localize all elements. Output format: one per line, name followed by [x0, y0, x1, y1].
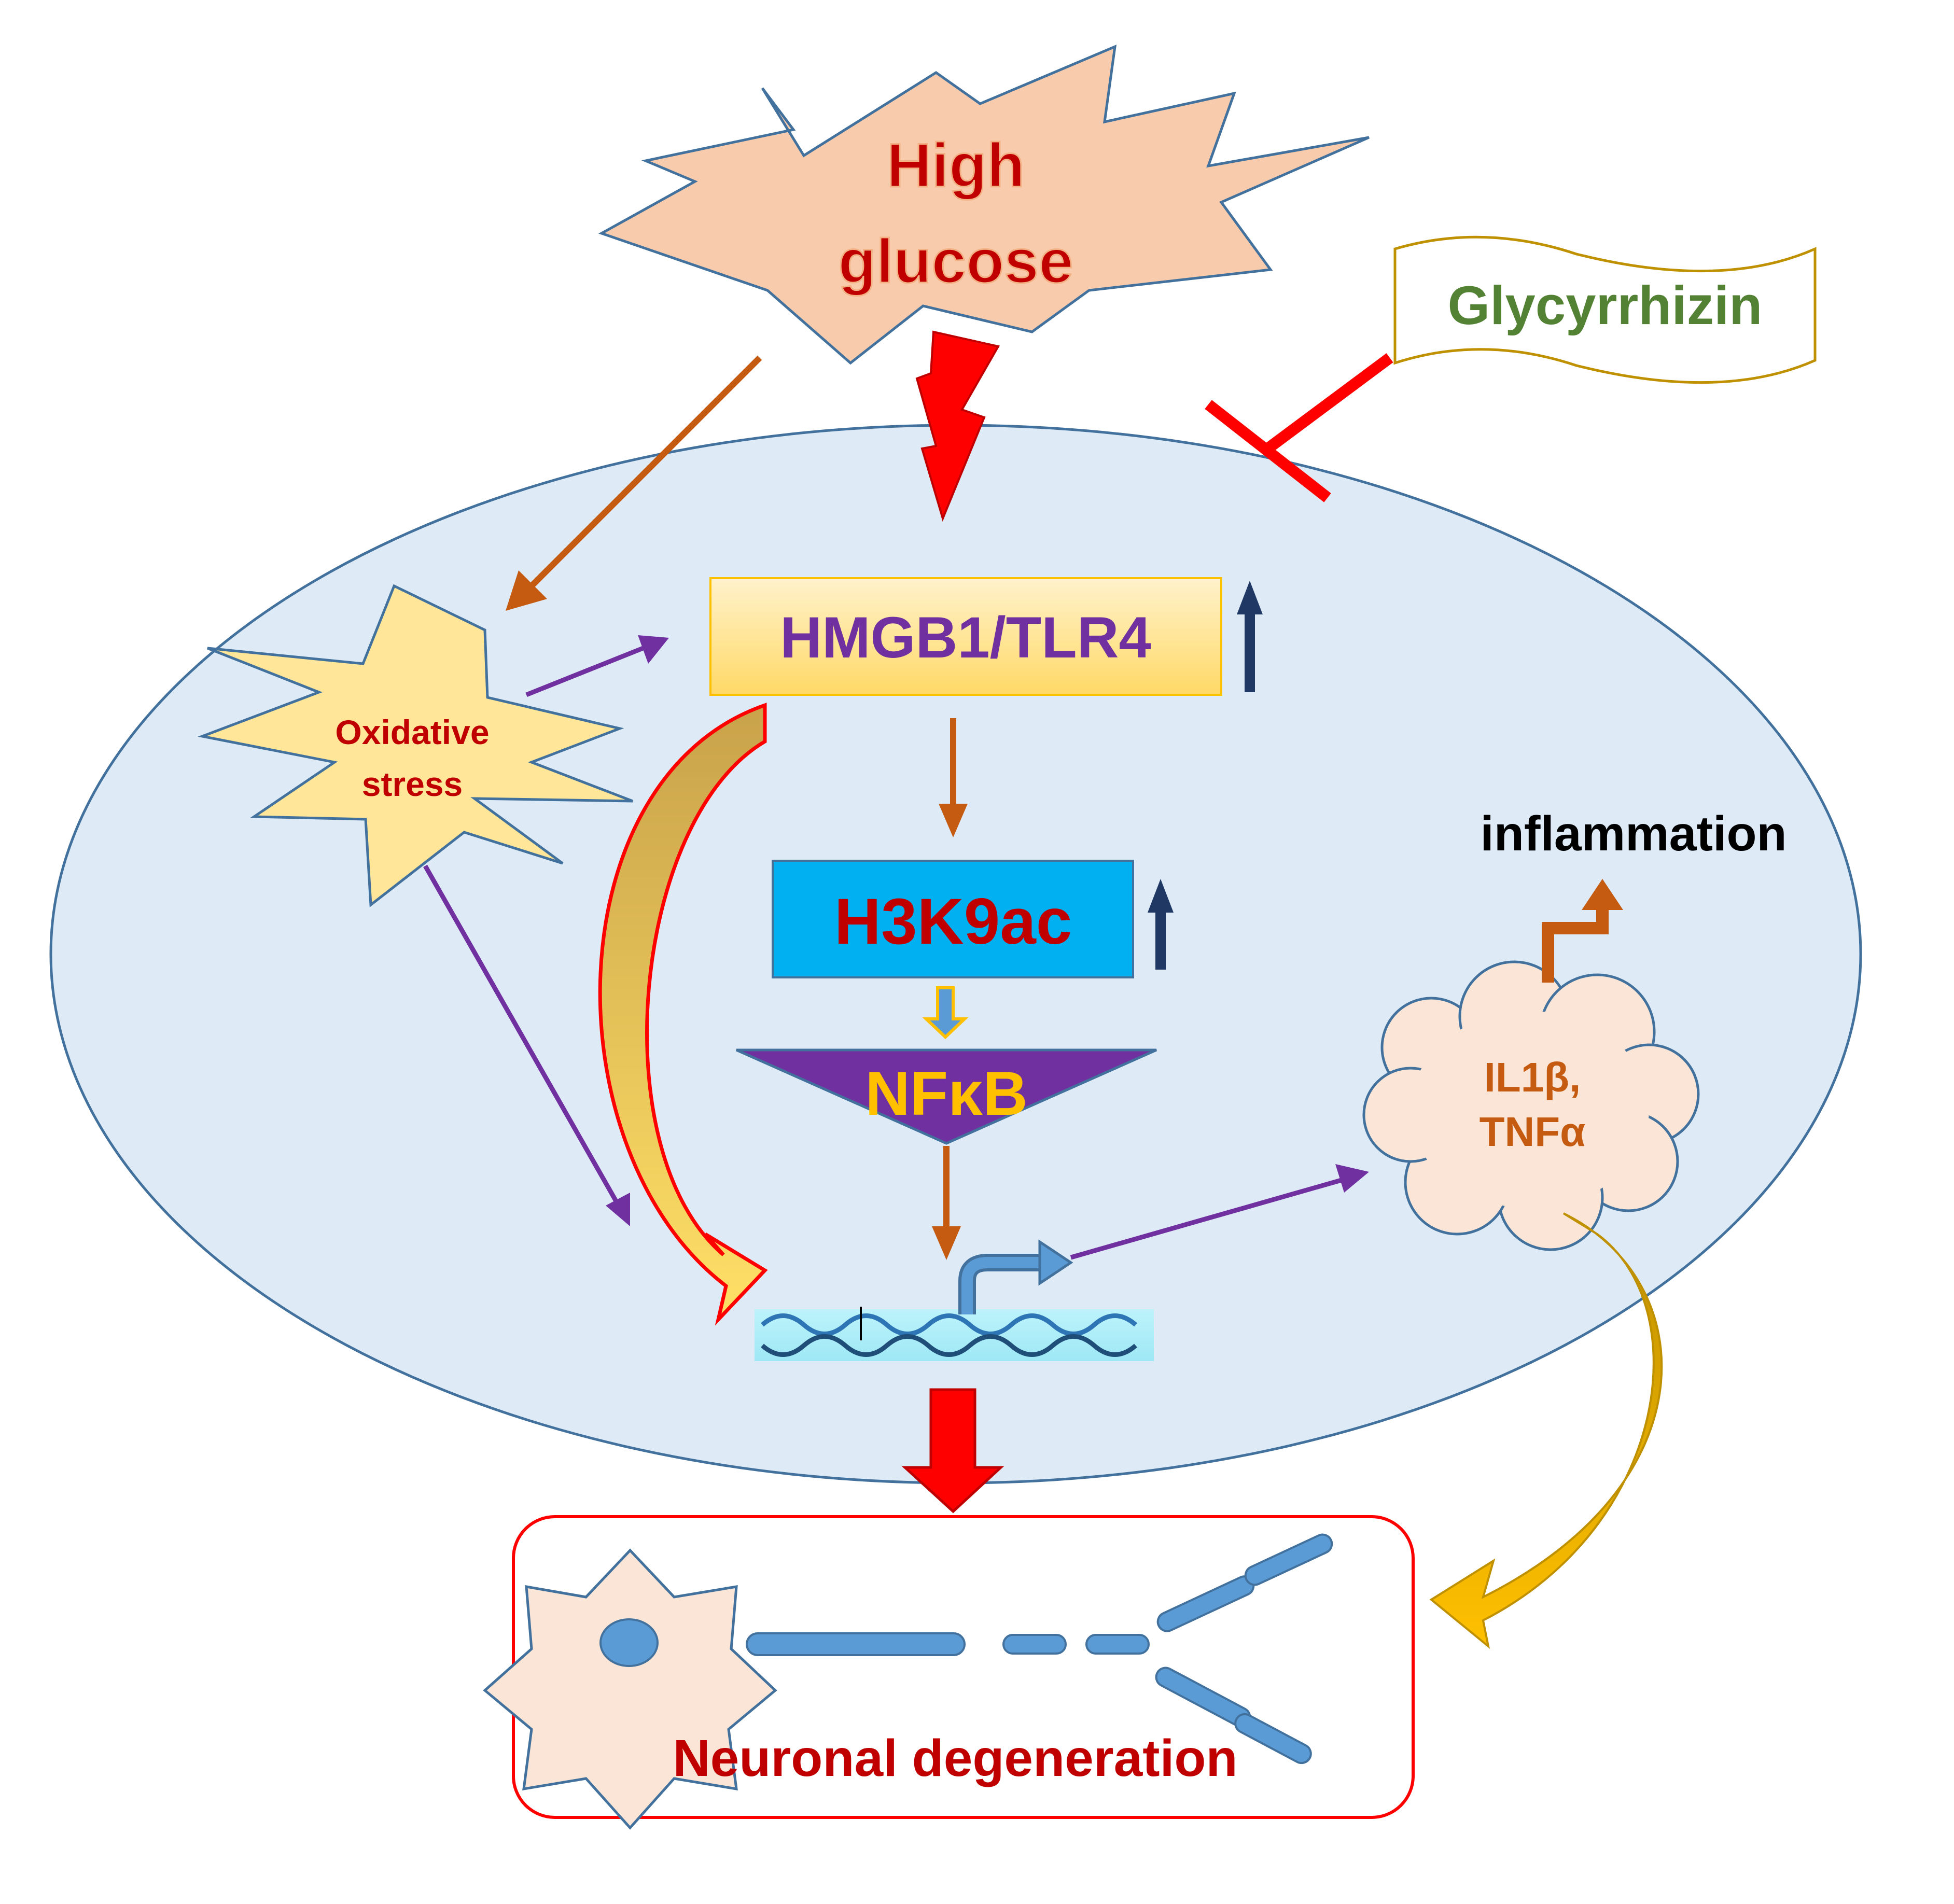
dna-to-cytokines-arrow: [1070, 1177, 1344, 1260]
inhibition-stem: [1264, 353, 1393, 453]
cytokines-label-line1: IL1β,: [1484, 1054, 1581, 1100]
glycyrrhizin-label: Glycyrrhizin: [1448, 275, 1763, 336]
cytokines-label-line2: TNFα: [1480, 1109, 1586, 1155]
cytokines-to-degeneration-curved-arrow: [1429, 1212, 1663, 1649]
dna-helix-icon: [755, 1307, 1154, 1361]
oxidative-to-receptor-arrow: [525, 646, 644, 697]
histone-to-nfkb-small-arrow: [922, 986, 969, 1040]
transcription-start-arrowhead: [1038, 1239, 1073, 1286]
high-glucose-burst: [598, 44, 1370, 365]
inflammation-label: inflammation: [1480, 806, 1786, 861]
oxidative-stress-label-line2: stress: [362, 765, 463, 803]
high-glucose-label-line2: glucose: [838, 227, 1073, 296]
glucose-to-oxidative-arrowhead: [506, 570, 547, 611]
neuronal-degeneration-label: Neuronal degeneration: [673, 1729, 1237, 1787]
glucose-to-oxidative-arrow: [526, 355, 762, 591]
hmgb1-up-arrowhead: [1237, 581, 1263, 614]
oxidative-stress-label-line1: Oxidative: [335, 713, 489, 751]
nfkb-label: NFκB: [865, 1059, 1028, 1128]
oxidative-to-dna-arrowhead: [606, 1193, 630, 1226]
oxidative-to-dna-arrow: [423, 864, 619, 1205]
lightning-bolt-icon: [915, 330, 1000, 522]
transcription-start-arrow-inner: [961, 1257, 1042, 1314]
h3k9ac-box: [772, 860, 1134, 978]
nfkb-triangle: [735, 1048, 1157, 1145]
receptor-to-dna-curved-arrow: [598, 703, 768, 1326]
hmgb1-tlr4-label: HMGB1/TLR4: [780, 605, 1151, 670]
nfkb-to-dna-arrowhead: [932, 1226, 961, 1260]
glycyrrhizin-banner: [1393, 235, 1817, 384]
h3k9ac-up-arrowhead: [1148, 879, 1174, 913]
high-glucose-label-line1: High: [887, 131, 1025, 200]
cytokines-to-inflammation-arrow: [1542, 905, 1609, 983]
dna-to-degeneration-arrow: [901, 1388, 1004, 1514]
cytokine-cloud-core: [1411, 1011, 1649, 1208]
neuron-nucleus-icon: [599, 1618, 659, 1667]
dna-to-cytokines-arrowhead: [1335, 1164, 1369, 1193]
hmgb1-tlr4-box: [709, 577, 1222, 696]
oxidative-stress-burst: [197, 584, 633, 907]
oxidative-to-receptor-arrowhead: [638, 635, 669, 664]
cytokines-to-inflammation-arrowhead: [1582, 879, 1623, 910]
neuron-soma-icon: [483, 1548, 777, 1830]
inhibition-bar: [1205, 400, 1331, 502]
h3k9ac-label: H3K9ac: [834, 886, 1072, 958]
fragmented-axon-icon: [746, 1533, 1333, 1765]
receptor-to-histone-arrowhead: [939, 804, 968, 837]
